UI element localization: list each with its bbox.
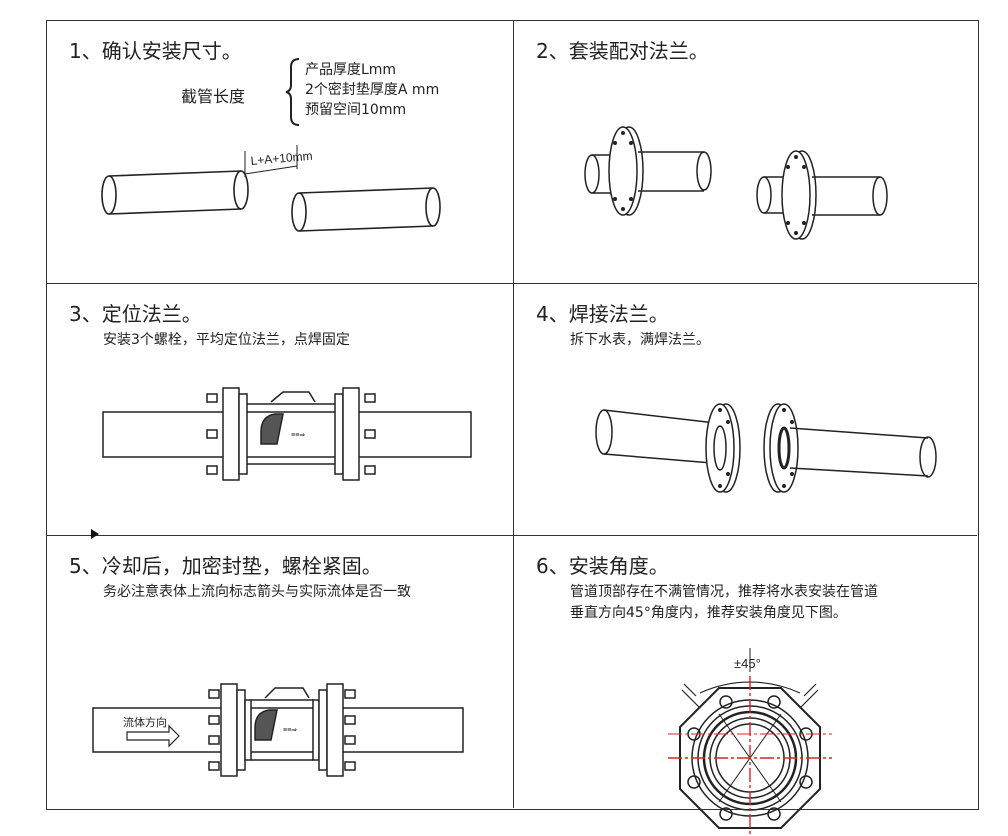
step-2-title: 2、套装配对法兰。 xyxy=(536,39,709,63)
svg-text:≡≡⇒: ≡≡⇒ xyxy=(291,432,305,439)
step-6-desc-line-1: 管道顶部存在不满管情况，推荐将水表安装在管道 xyxy=(570,584,878,600)
dimension-label: L+A+10mm xyxy=(250,149,313,168)
final-assembly-drawing: ≡≡⇒ 流体方向 xyxy=(92,683,464,777)
step-1-title: 1、确认安装尺寸。 xyxy=(69,39,242,63)
spec-product-thickness: 产品厚度Lmm xyxy=(305,62,397,78)
step-5-title: 5、冷却后，加密封垫，螺栓紧固。 xyxy=(69,554,382,578)
step-6-title: 6、安装角度。 xyxy=(536,554,669,578)
flange-fit-drawing xyxy=(584,126,888,240)
step-1-panel: 1、确认安装尺寸。 截管长度 产品厚度Lmm 2个密封垫厚度A mm 预留空间1… xyxy=(47,21,514,284)
cut-pipes-drawing: L+A+10mm xyxy=(101,145,441,232)
step-5-desc: 务必注意表体上流向标志箭头与实际流体是否一致 xyxy=(103,584,411,600)
spec-reserved-space: 预留空间10mm xyxy=(305,102,407,118)
step-3-title: 3、定位法兰。 xyxy=(69,302,202,326)
flange-positioning-drawing: ≡≡⇒ xyxy=(91,387,472,539)
step-2-panel: 2、套装配对法兰。 xyxy=(514,21,977,284)
angle-label: ±45° xyxy=(734,656,761,671)
step-4-panel: 4、焊接法兰。 拆下水表，满焊法兰。 xyxy=(514,284,977,536)
step-5-panel: 5、冷却后，加密封垫，螺栓紧固。 务必注意表体上流向标志箭头与实际流体是否一致 xyxy=(47,536,514,808)
step-3-desc: 安装3个螺栓，平均定位法兰，点焊固定 xyxy=(103,332,350,348)
flow-direction-label: 流体方向 xyxy=(123,715,167,729)
step-6-desc-line-2: 垂直方向45°角度内，推荐安装角度见下图。 xyxy=(570,605,847,621)
flange-welding-drawing xyxy=(595,403,937,493)
step-4-title: 4、焊接法兰。 xyxy=(536,302,669,326)
installation-angle-drawing: ±45° xyxy=(668,648,832,836)
step-6-panel: 6、安装角度。 管道顶部存在不满管情况，推荐将水表安装在管道 垂直方向45°角度… xyxy=(514,536,977,836)
step-4-desc: 拆下水表，满焊法兰。 xyxy=(570,332,710,348)
brace-icon xyxy=(285,58,300,126)
spec-gasket-thickness: 2个密封垫厚度A mm xyxy=(305,82,440,98)
installation-steps-grid: 1、确认安装尺寸。 截管长度 产品厚度Lmm 2个密封垫厚度A mm 预留空间1… xyxy=(46,20,979,836)
cut-length-label: 截管长度 xyxy=(181,87,246,106)
step-3-panel: 3、定位法兰。 安装3个螺栓，平均定位法兰，点焊固定 ≡≡⇒ xyxy=(47,284,514,539)
svg-text:≡≡⇒: ≡≡⇒ xyxy=(283,727,297,734)
